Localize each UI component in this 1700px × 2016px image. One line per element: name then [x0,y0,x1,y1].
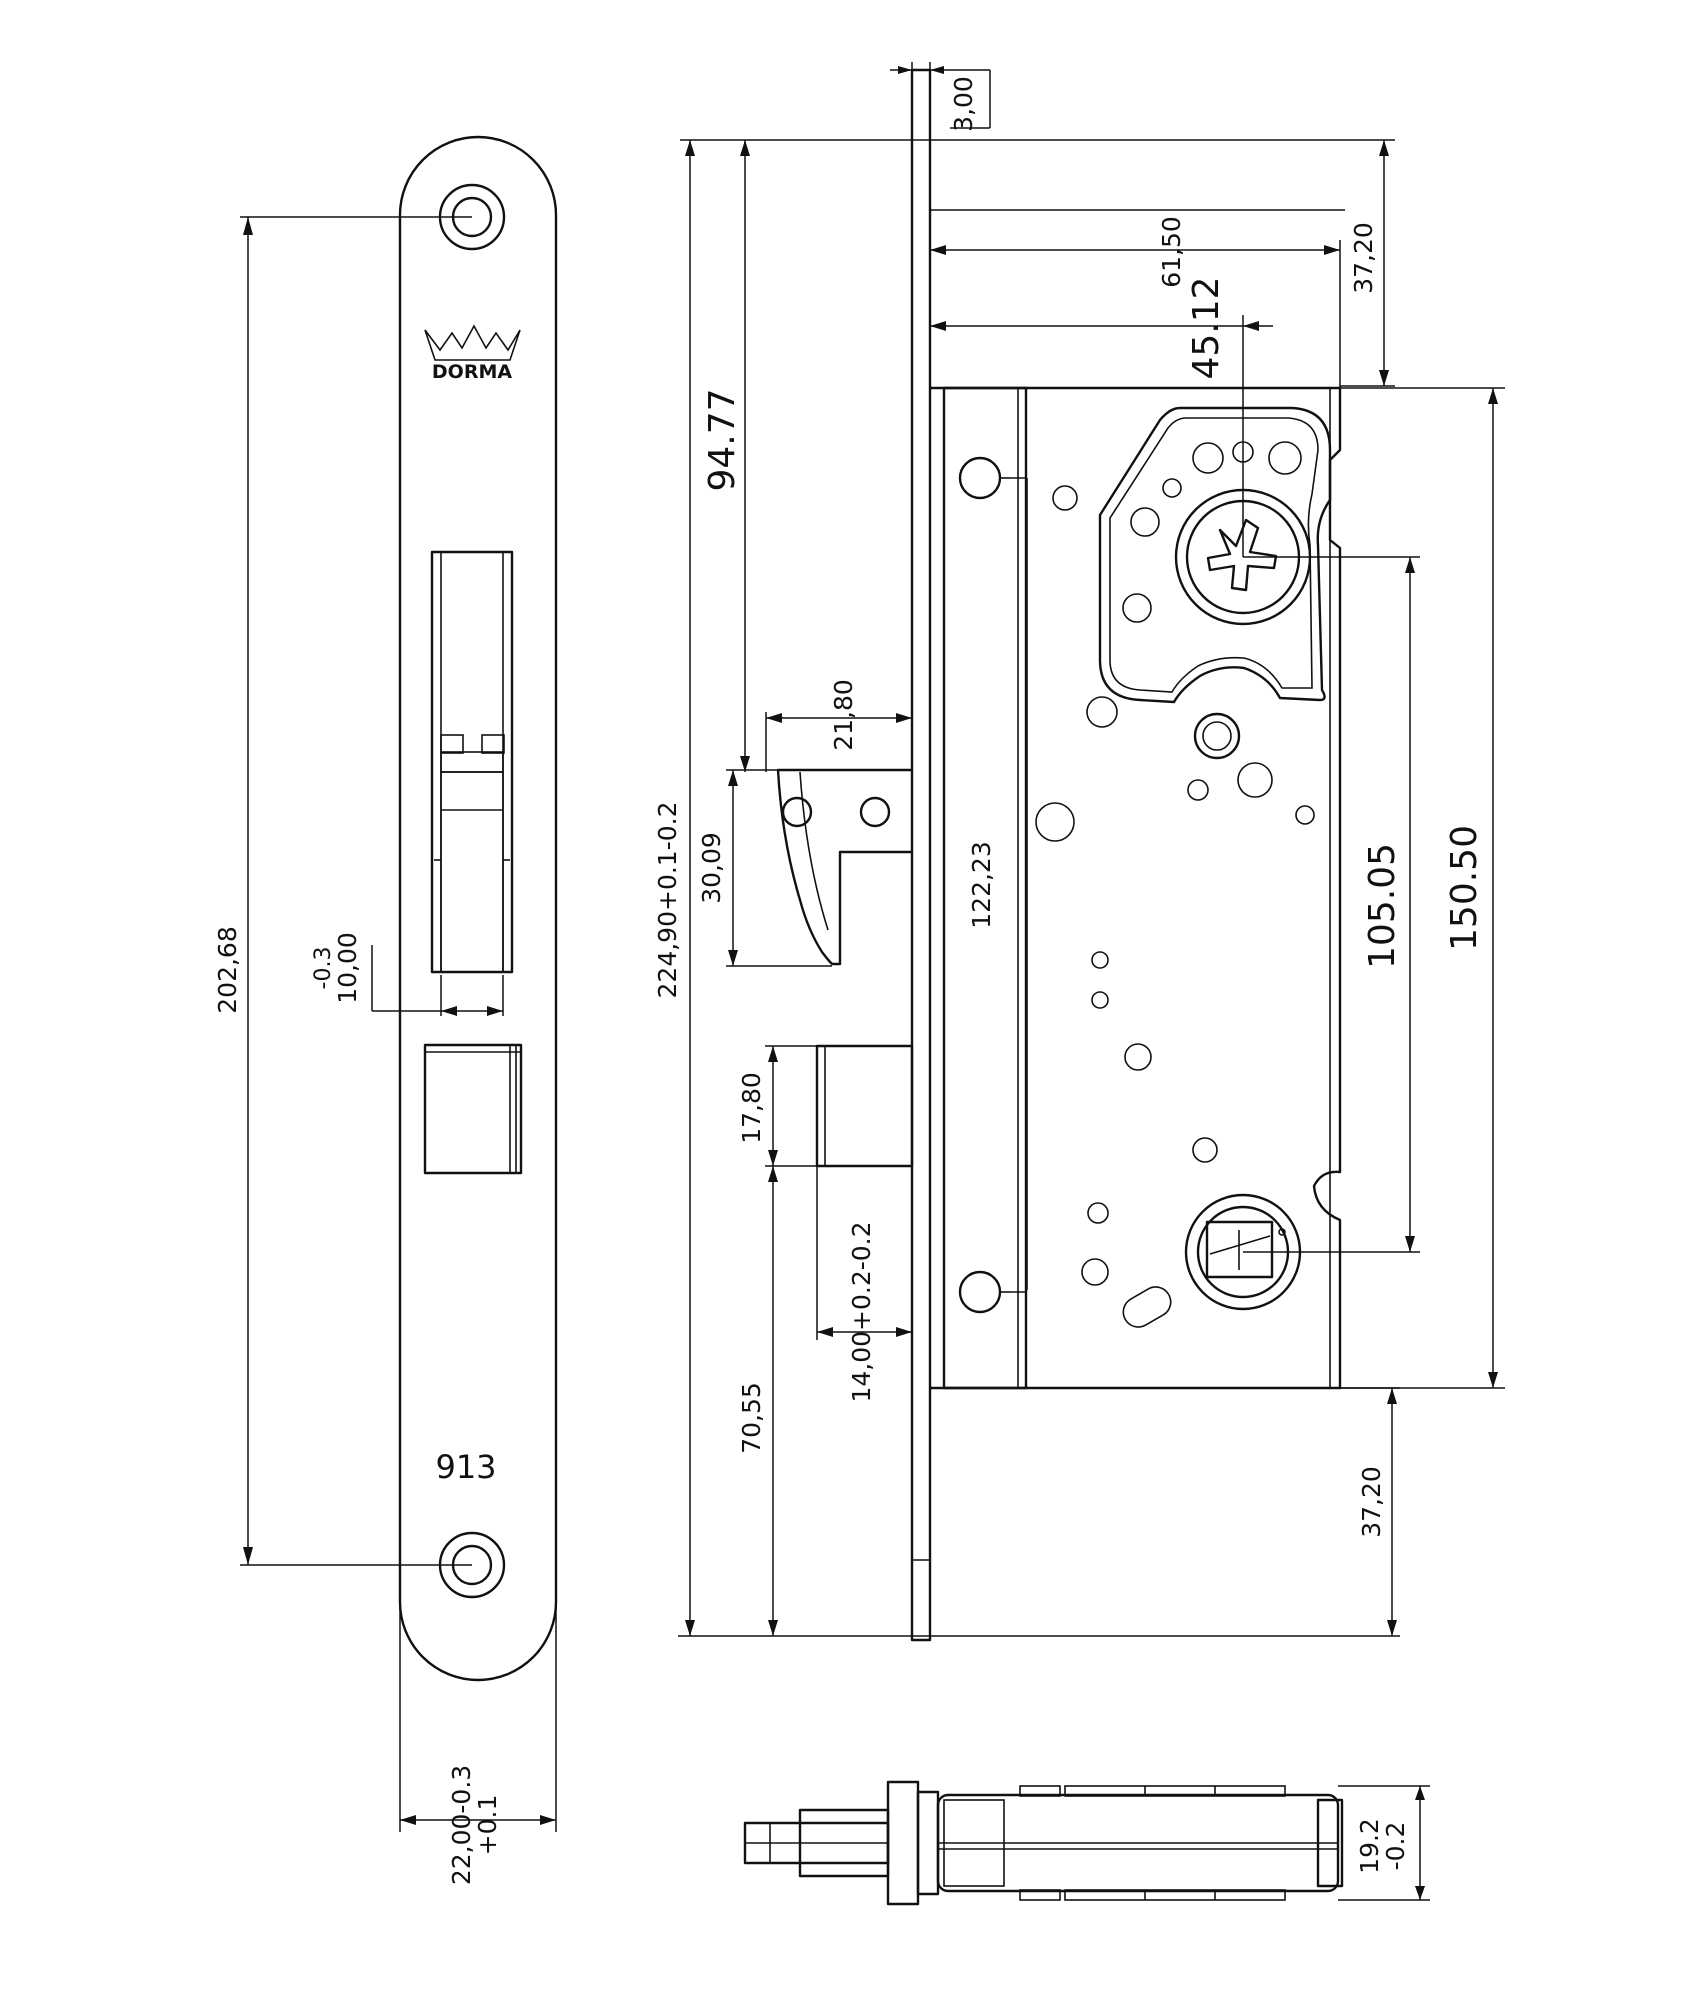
dim-case-depth-tol: -0.2 [1381,1822,1410,1871]
dim-total-length: 202,68 [213,216,472,1566]
plate-holes [1122,441,1302,623]
dim-latch-to-top: 94.77 [702,140,750,772]
follower-plate [1098,406,1332,704]
dim-bolt-width-tol: -0.3 [311,947,336,990]
dim-plate-thickness-text: 3,00 [949,76,978,132]
fixing-strip [942,386,1028,1390]
logo-brand-text: DORMA [432,361,512,383]
bottom-view [743,1780,1344,1906]
dim-bottom-offset: 37,20 [930,1387,1400,1637]
dim-top-offset-text: 37,20 [1349,222,1378,294]
dorma-logo: DORMA [424,324,521,383]
dim-latch-projection-text: 21,80 [829,679,858,751]
dim-bolt-width: -0.3 10,00 [311,932,504,1016]
dim-follower-to-cylinder-text: 105.05 [1362,843,1403,969]
dim-fixing-spacing-text: 122,23 [967,841,996,928]
latch-bolt [776,768,912,966]
dim-deadbolt-to-bottom-text: 70,55 [737,1382,766,1454]
faceplate-view: DORMA 913 [398,135,558,1682]
dim-faceplate-width: 22,00-0.3 +0.1 [399,1602,557,1885]
dim-deadbolt-projection: 14,00+0.2-0.2 [816,1166,912,1403]
dim-faceplate-width-tol: +0.1 [473,1795,502,1856]
latch-opening [430,550,514,974]
dim-deadbolt-height: 17,80 [737,1045,820,1167]
dim-follower-to-cylinder: 105.05 [1243,556,1420,1253]
dim-deadbolt-projection-text: 14,00+0.2-0.2 [847,1221,876,1402]
forend-plate [910,68,932,1642]
dim-deadbolt-to-bottom: 70,55 [737,1166,778,1636]
dead-bolt [815,1044,914,1168]
dim-overall-height-text: 224,90+0.1-0.2 [653,802,682,999]
model-number-label: 913 [435,1448,496,1486]
dim-latch-height: 30,09 [697,769,832,967]
dim-faceplate-width-text: 22,00-0.3 [447,1765,476,1885]
dim-backset-45-text: 45.12 [1186,276,1227,379]
dim-total-length-text: 202,68 [213,926,242,1013]
dim-plate-thickness: 3,00 [890,62,991,132]
case-holes [1035,485,1315,1328]
dim-bottom-offset-text: 37,20 [1357,1466,1386,1538]
dim-overall-height: 224,90+0.1-0.2 [653,140,930,1637]
dim-latch-height-text: 30,09 [697,832,726,904]
dim-backset-45: 45.12 [930,276,1273,557]
dim-case-height-text: 150.50 [1444,825,1485,951]
lock-case-outline [930,386,1342,1390]
dim-latch-to-top-text: 94.77 [702,388,743,491]
dim-case-depth-text: 19.2 [1355,1818,1384,1874]
lock-body-view [776,68,1342,1642]
dim-latch-projection: 21,80 [765,679,912,772]
dim-fixing-spacing: 122,23 [967,841,996,928]
dim-top-offset: 37,20 [680,139,1395,387]
dim-backset-61: 61,50 [930,209,1345,388]
dim-bolt-width-text: 10,00 [333,932,362,1004]
dim-deadbolt-height-text: 17,80 [737,1072,766,1144]
dim-case-height: 150.50 [1340,387,1505,1389]
dim-case-depth: 19.2 -0.2 [1338,1785,1430,1901]
deadbolt-opening [423,1043,523,1175]
dim-backset-61-text: 61,50 [1157,216,1186,288]
